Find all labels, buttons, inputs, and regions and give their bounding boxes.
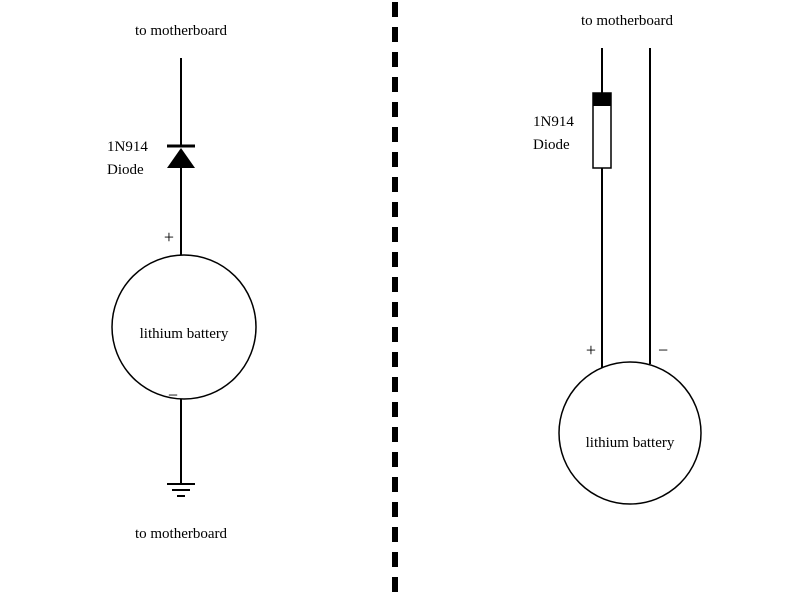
right-battery-circle-icon [558,361,702,505]
diode-triangle-icon [167,148,195,168]
right-diode-word-label: Diode [533,137,570,153]
right-diode-part-label: 1N914 [533,114,574,130]
left-plus-sign: + [164,227,174,247]
right-plus-sign: + [586,340,596,360]
left-diode-word-label: Diode [107,162,144,178]
right-battery-label: lithium battery [586,435,675,451]
left-diode-part-label: 1N914 [107,139,148,155]
right-top-motherboard-label: to motherboard [581,13,674,29]
left-top-motherboard-label: to motherboard [135,23,228,39]
diode-package-band-icon [593,93,611,106]
left-minus-sign: − [168,385,178,405]
left-battery-label: lithium battery [140,326,229,342]
left-circuit: to motherboard 1N914 Diode + lithium bat… [107,23,257,542]
right-circuit: to motherboard 1N914 Diode + − lithium b… [533,13,702,505]
right-minus-sign: − [658,340,668,360]
ground-symbol-icon [167,483,195,497]
left-battery-circle-icon [111,254,257,400]
left-bottom-motherboard-label: to motherboard [135,526,228,542]
